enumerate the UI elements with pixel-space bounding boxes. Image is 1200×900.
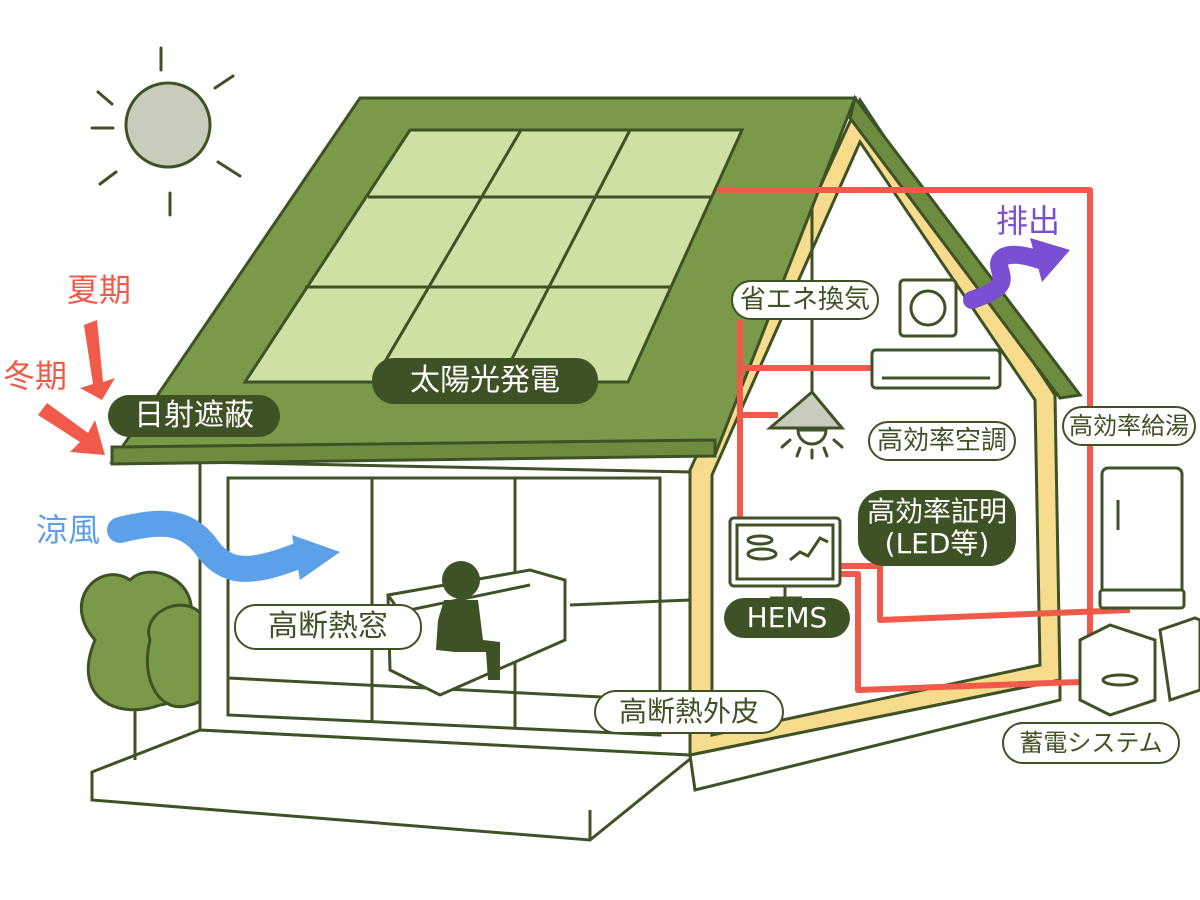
high-insulation-window-label: 高断熱窓 <box>234 604 422 650</box>
water-heater-icon <box>1098 466 1186 610</box>
monitor-icon <box>728 516 842 600</box>
power-lines <box>717 187 1131 693</box>
high-efficiency-lighting-line2: (LED等) <box>884 527 990 560</box>
high-efficiency-ac-label: 高効率空調 <box>868 421 1016 461</box>
solar-panel-array <box>242 128 745 384</box>
exhaust-arrow <box>963 238 1070 309</box>
cool-breeze-label: 涼風 <box>35 511 100 549</box>
high-efficiency-lighting-label: 高効率証明 (LED等) <box>858 490 1016 566</box>
high-efficiency-lighting-line1: 高効率証明 <box>867 494 1008 528</box>
solar-power-label: 太陽光発電 <box>372 358 598 404</box>
hems-label: HEMS <box>724 598 850 638</box>
lamp-icon <box>765 378 846 460</box>
air-conditioner-icon <box>870 348 1002 390</box>
summer-label: 夏期 <box>66 271 131 309</box>
storage-system-label: 蓄電システム <box>1002 722 1180 764</box>
battery-icon <box>1078 616 1200 717</box>
winter-label: 冬期 <box>2 357 67 395</box>
solar-shading-label: 日射遮蔽 <box>108 395 280 437</box>
high-insulation-envelope-label: 高断熱外皮 <box>594 690 784 734</box>
energy-saving-ventilation-label: 省エネ換気 <box>731 280 879 320</box>
summer-arrow <box>80 320 115 400</box>
winter-arrow <box>38 403 105 455</box>
fan-icon <box>898 278 958 338</box>
person-icon <box>436 561 500 680</box>
exhaust-label: 排出 <box>995 202 1060 240</box>
high-efficiency-water-heater-label: 高効率給湯 <box>1062 406 1196 446</box>
sun-icon <box>90 46 242 217</box>
foundation-slab <box>90 678 1062 842</box>
breeze-arrow <box>107 510 340 582</box>
